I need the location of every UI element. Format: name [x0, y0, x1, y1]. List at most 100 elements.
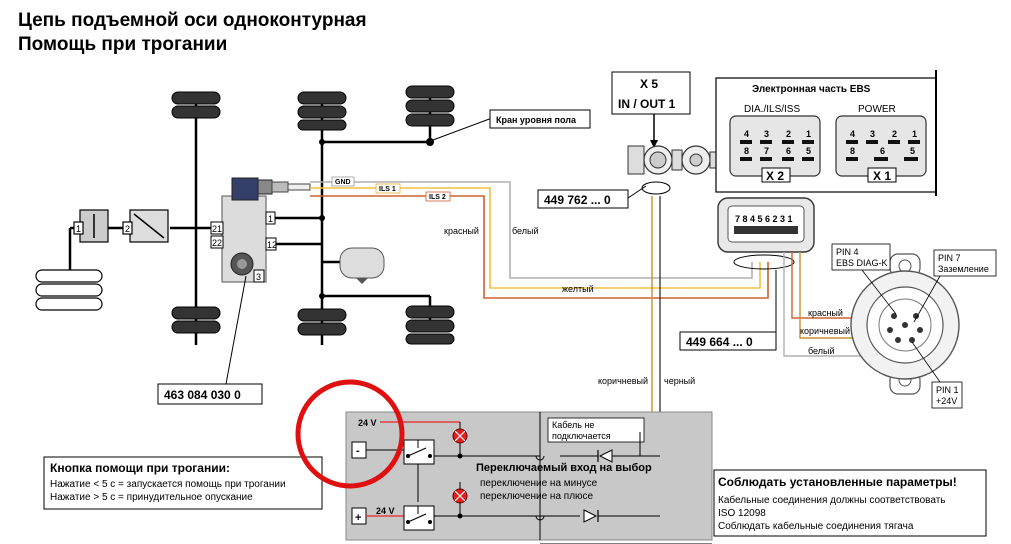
round-wire-red: красный: [808, 308, 843, 318]
switch-plus: переключение на плюсе: [480, 491, 594, 502]
valve-port-12: 12: [267, 240, 277, 250]
pin1-desc: +24V: [936, 396, 957, 406]
x5-connector: [627, 145, 717, 175]
wire-label-white: белый: [512, 226, 539, 236]
help-line-2: Нажатие > 5 с = принудительное опускание: [50, 492, 253, 503]
valve-port-3: 3: [256, 272, 261, 282]
gnd-label: GND: [335, 179, 351, 186]
pin1-box: [931, 381, 963, 409]
params-line-1: Кабельные соединения должны соответствов…: [718, 494, 946, 506]
wire-round-red: [791, 252, 878, 319]
svg-text:5: 5: [910, 146, 915, 156]
cable-note-box: [547, 417, 645, 443]
round-wire-white: белый: [808, 346, 835, 356]
pin1-label: PIN 1: [936, 385, 959, 395]
wire-x5-brown: [640, 196, 653, 433]
cable2-partno: 449 664 ... 0: [686, 335, 753, 349]
junction-dot: [319, 293, 325, 299]
air-bellows: [171, 85, 455, 345]
lift-bellows: [339, 247, 385, 284]
supply-port-2: 2: [125, 224, 130, 234]
pin7-label: PIN 7: [938, 253, 961, 263]
gnd-tag: [331, 176, 355, 187]
reservoir-left: [35, 269, 103, 311]
svg-text:1: 1: [912, 129, 917, 139]
switch-minus: переключение на минусе: [480, 478, 598, 489]
ils1-tag: [375, 183, 401, 194]
cable1-partno: 449 762 ... 0: [544, 193, 611, 207]
supply-valves: [73, 209, 169, 243]
wire-label-black: черный: [664, 376, 695, 386]
wire-label-brown: коричневый: [598, 376, 648, 386]
pin7-pointer: [913, 275, 941, 323]
floor-valve-label-box: [489, 109, 591, 129]
x2-label: X 2: [766, 169, 784, 183]
svg-text:3: 3: [870, 129, 875, 139]
v24-bottom: 24 V: [376, 506, 395, 516]
lamp-bottom: [452, 488, 468, 504]
floor-valve-pointer: [432, 117, 493, 141]
wire-round-white: [783, 252, 878, 357]
floor-valve-label: Кран уровня пола: [496, 115, 577, 125]
valve-port-11: 1: [268, 214, 273, 224]
params-line-3: Соблюдать кабельные соединения тягача: [718, 520, 914, 532]
floor-valve-junction: [426, 138, 434, 146]
svg-text:4: 4: [744, 129, 749, 139]
pin7-box: [933, 249, 997, 277]
valve-partno: 463 084 030 0: [164, 388, 241, 402]
title-line-1: Цепь подъемной оси одноконтурная: [18, 10, 367, 31]
cable2-partno-box: [679, 331, 777, 351]
cable-bundle-mark: [641, 181, 671, 195]
x5-subtitle: IN / OUT 1: [618, 97, 676, 111]
round-wire-brown: коричневый: [800, 326, 850, 336]
valve-port-21: 21: [212, 224, 222, 234]
svg-text:5: 5: [806, 146, 811, 156]
plus-label: +: [355, 512, 361, 524]
svg-text:8: 8: [850, 146, 855, 156]
valve-partno-box: [157, 383, 263, 405]
svg-text:3: 3: [764, 129, 769, 139]
ebs-module: [715, 70, 937, 196]
pin4-desc: EBS DIAG-K: [836, 258, 888, 268]
cable1-pointer: [627, 185, 647, 199]
svg-text:2: 2: [786, 129, 791, 139]
wire-label-red: красный: [444, 226, 479, 236]
ebs-dia-label: DIA./ILS/ISS: [744, 104, 800, 115]
wire-ils1: [310, 187, 761, 289]
connector-8pin-numbers: 7 8 4 5 6 2 3 1: [735, 214, 793, 224]
params-box: [713, 469, 987, 537]
wire-label-yellow: желтый: [562, 284, 594, 294]
ils2-label: ILS 2: [429, 194, 446, 201]
x5-title: X 5: [640, 77, 658, 91]
pin1-pointer: [911, 341, 941, 383]
svg-text:6: 6: [786, 146, 791, 156]
x1-label: X 1: [873, 169, 891, 183]
pin4-label: PIN 4: [836, 247, 859, 257]
x5-box: [611, 71, 691, 115]
cable1-partno-box: [537, 189, 629, 209]
svg-text:1: 1: [806, 129, 811, 139]
svg-text:4: 4: [850, 129, 855, 139]
pin7-desc: Заземление: [938, 264, 989, 274]
pushbutton-bottom[interactable]: [403, 505, 435, 531]
pushbutton-top[interactable]: [403, 439, 435, 465]
x1-pins: 4 3 2 1 8 6 5: [846, 129, 920, 161]
wire-ils2: [310, 195, 769, 299]
cable-note-2: подключается: [552, 431, 611, 441]
junction-dot: [319, 139, 325, 145]
x2-pins: 4 3 2 1 8 7 6 5: [740, 129, 814, 161]
lamp-top: [452, 428, 468, 444]
svg-text:6: 6: [880, 146, 885, 156]
switch-input-title: Переключаемый вход на выбор: [476, 462, 652, 474]
connector-8pin: [717, 197, 815, 253]
help-line-1: Нажатие < 5 с = запускается помощь при т…: [50, 479, 286, 490]
ebs-title: Электронная часть EBS: [752, 84, 871, 95]
ebs-power-label: POWER: [858, 104, 896, 115]
pin4-pointer: [861, 269, 897, 315]
cable2-bundle-mark: [733, 254, 795, 270]
valve-port-22: 22: [212, 238, 222, 248]
wire-gnd: [310, 181, 753, 279]
title-line-2: Помощь при трогании: [18, 34, 227, 55]
ils2-tag: [425, 191, 451, 202]
